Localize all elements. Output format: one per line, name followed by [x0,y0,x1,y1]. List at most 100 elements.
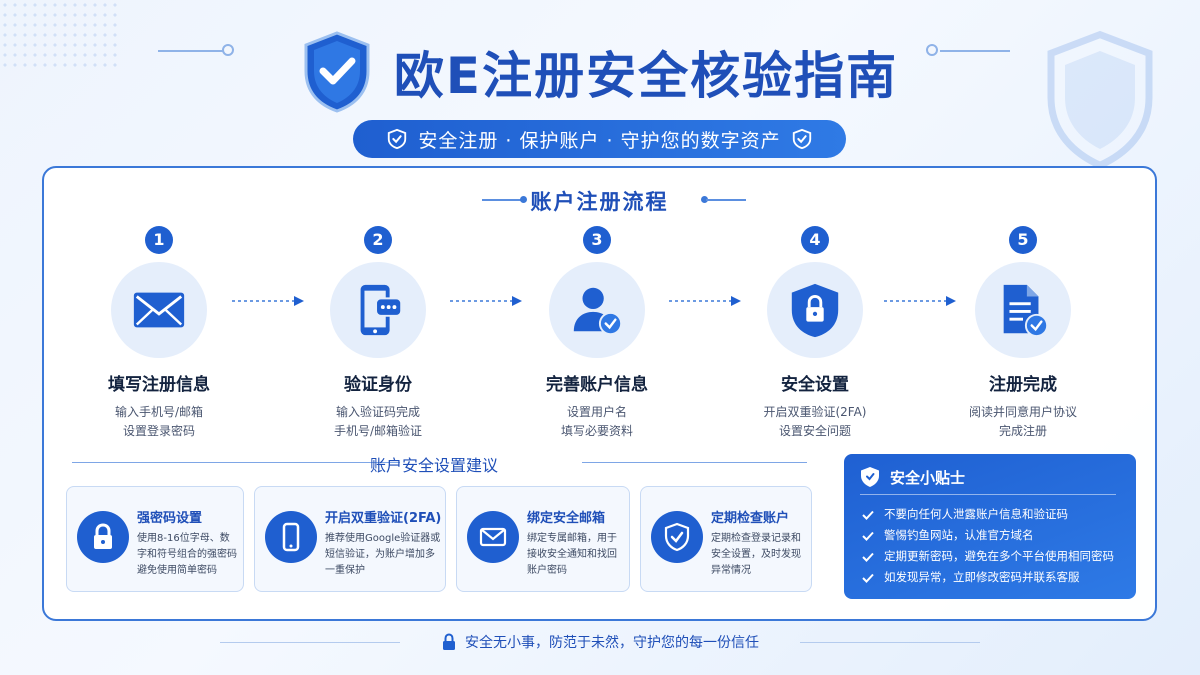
tips-title: 安全小贴士 [890,468,966,487]
user-check-icon [573,287,623,336]
suggestion-icon-circle [651,511,703,563]
header: 欧E注册安全核验指南 [0,31,1200,113]
step-desc-line: 设置用户名 [566,405,627,419]
step-title: 注册完成 [989,375,1057,395]
flow-step-1: 1 填写注册信息 输入手机号/邮箱 设置登录密码 [59,226,259,441]
tip-text: 定期更新密码，避免在多个平台使用相同密码 [884,549,1114,563]
suggestion-description: 推荐使用Google验证器或短信验证，为账户增加多一重保护 [325,533,441,576]
shield-check-icon [304,31,370,113]
flow-step-3: 3 完善账户信息 设置用户名 填写必要资料 [497,226,697,441]
list-item: 不要向任何人泄露账户信息和验证码 [862,504,1114,525]
step-desc-line: 填写必要资料 [560,424,633,438]
check-icon [862,531,874,541]
tips-divider [860,494,1116,495]
section-dot-left [520,196,527,203]
suggestion-description: 定期检查登录记录和安全设置，及时发现异常情况 [711,533,801,576]
check-icon [862,510,874,520]
page-title: 欧E注册安全核验指南 [393,47,899,105]
phone-message-icon [360,284,403,336]
envelope-icon [133,292,185,328]
flow-step-4: 4 安全设置 开启双重验证(2FA) 设置安全问题 [715,226,915,441]
step-number: 1 [145,226,173,254]
suggestion-card-2fa: 开启双重验证(2FA) 推荐使用Google验证器或短信验证，为账户增加多一重保… [254,486,446,592]
shield-check-icon [388,128,407,150]
step-title: 安全设置 [781,375,849,395]
suggestion-icon-circle [265,511,317,563]
header-divider-left [158,50,228,52]
suggestion-title: 绑定安全邮箱 [527,511,606,526]
step-desc-line: 开启双重验证(2FA) [763,405,867,419]
step-desc-line: 阅读并同意用户协议 [968,405,1077,419]
subtitle-banner: 安全注册 · 保护账户 · 守护您的数字资产 [353,120,846,158]
step-title: 验证身份 [344,375,412,395]
footer-divider-left [220,642,400,643]
suggestion-icon-circle [467,511,519,563]
tips-header: 安全小贴士 [860,466,965,488]
flow-step-5: 5 注册完成 阅读并同意用户协议 完成注册 [923,226,1123,441]
step-desc-line: 输入验证码完成 [335,405,420,419]
subtitle-text: 安全注册 · 保护账户 · 守护您的数字资产 [418,129,781,152]
step-desc-line: 设置安全问题 [778,424,851,438]
step-number: 2 [364,226,392,254]
suggestion-card-password: 强密码设置 使用8-16位字母、数字和符号组合的强密码避免使用简单密码 [66,486,244,592]
step-description: 设置用户名 填写必要资料 [497,403,697,441]
step-desc-line: 输入手机号/邮箱 [114,405,204,419]
suggestion-title: 开启双重验证(2FA) [325,511,442,526]
step-desc-line: 设置登录密码 [122,424,195,438]
header-divider-right [940,50,1010,52]
step-number: 4 [801,226,829,254]
suggestion-description: 绑定专属邮箱，用于接收安全通知和找回账户密码 [527,533,617,576]
step-icon-circle [330,262,426,358]
header-dot-left [222,44,234,56]
step-title: 完善账户信息 [546,375,648,395]
step-description: 输入验证码完成 手机号/邮箱验证 [278,403,478,441]
header-dot-right [926,44,938,56]
step-title: 填写注册信息 [108,375,210,395]
suggestion-title: 定期检查账户 [711,511,790,526]
decorative-dots [0,0,120,70]
security-tips-panel: 安全小贴士 不要向任何人泄露账户信息和验证码 警惕钓鱼网站，认准官方域名 定期更… [844,454,1136,599]
tips-list: 不要向任何人泄露账户信息和验证码 警惕钓鱼网站，认准官方域名 定期更新密码，避免… [862,504,1114,588]
step-icon-circle [549,262,645,358]
shield-icon [861,467,879,487]
check-icon [862,552,874,562]
envelope-icon [479,527,507,547]
section-divider-right [706,199,746,201]
suggestion-card-check: 定期检查账户 定期检查登录记录和安全设置，及时发现异常情况 [640,486,812,592]
step-number: 3 [583,226,611,254]
suggestion-description: 使用8-16位字母、数字和符号组合的强密码避免使用简单密码 [137,533,237,576]
step-number: 5 [1009,226,1037,254]
dashed-arrow-icon [884,296,956,306]
list-item: 如发现异常，立即修改密码并联系客服 [862,567,1114,588]
suggestion-card-email: 绑定安全邮箱 绑定专属邮箱，用于接收安全通知和找回账户密码 [456,486,630,592]
tip-text: 警惕钓鱼网站，认准官方域名 [884,528,1034,542]
footer-divider-right [800,642,980,643]
dashed-arrow-icon [669,296,741,306]
step-icon-circle [111,262,207,358]
lock-icon [443,633,455,650]
suggestion-title: 强密码设置 [137,511,203,526]
list-item: 警惕钓鱼网站，认准官方域名 [862,525,1114,546]
step-description: 输入手机号/邮箱 设置登录密码 [59,403,259,441]
step-description: 开启双重验证(2FA) 设置安全问题 [715,403,915,441]
section-dot-right [701,196,708,203]
tip-text: 不要向任何人泄露账户信息和验证码 [884,507,1068,521]
suggestions-divider-left [72,462,400,463]
phone-icon [282,522,300,552]
shield-check-icon [664,522,690,552]
shield-check-icon [792,128,811,150]
dashed-arrow-icon [232,296,304,306]
footer-text: 安全无小事，防范于未然，守护您的每一份信任 [465,635,759,651]
lock-icon [94,523,112,549]
section-divider-left [482,199,522,201]
main-card: 账户注册流程 1 填写注册信息 输入手机号/邮箱 设置登录密码 2 [42,166,1157,621]
step-description: 阅读并同意用户协议 完成注册 [923,403,1123,441]
flow-step-2: 2 验证身份 输入验证码完成 手机号/邮箱验证 [278,226,478,441]
list-item: 定期更新密码，避免在多个平台使用相同密码 [862,546,1114,567]
step-icon-circle [767,262,863,358]
suggestion-icon-circle [77,511,129,563]
suggestions-divider-right [582,462,807,463]
step-icon-circle [975,262,1071,358]
footer: 安全无小事，防范于未然，守护您的每一份信任 [0,632,1200,652]
tip-text: 如发现异常，立即修改密码并联系客服 [884,570,1080,584]
